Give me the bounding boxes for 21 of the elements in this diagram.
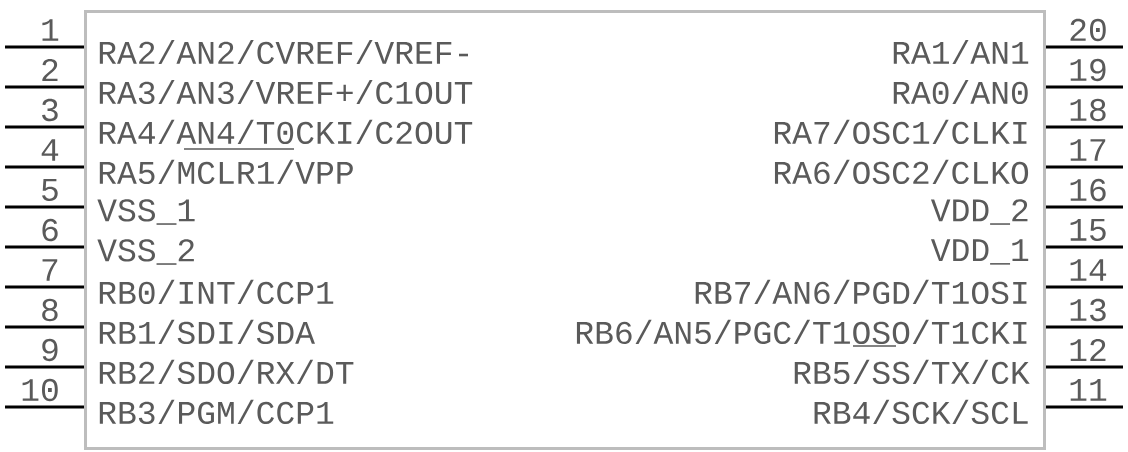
pin-name: RA4/AN4/T0CKI/C2OUT	[99, 119, 473, 145]
pin-name: VDD_1	[930, 239, 1029, 265]
pin-name: RB0/INT/CCP1	[99, 279, 334, 305]
pin-name: RB3/PGM/CCP1	[99, 399, 334, 425]
pin-name: RB5/SS/TX/CK	[794, 359, 1030, 385]
pin-name: RB2/SDO/RX/DT	[99, 359, 354, 385]
pin-name: RB1/SDI/SDA	[99, 319, 315, 345]
pin-name: RA6/OSC2/CLKO	[774, 159, 1029, 185]
pin-name: RA7/OSC1/CLKI	[774, 119, 1027, 145]
pin-name: RB4/SCK/SCL	[814, 399, 1028, 425]
pin-name: RB7/AN6/PGD/T1OSI	[695, 279, 1027, 305]
pin-name: VDD_2	[930, 199, 1028, 225]
pin-name: RB6/AN5/PGC/T1OSO/T1CKI	[576, 319, 1027, 345]
pin-name: VSS_2	[97, 239, 194, 265]
pin-name: RA2/AN2/CVREF/VREF-	[99, 39, 468, 65]
pin-name: RA5/MCLR1/VPP	[99, 159, 353, 185]
pin-name: RA1/AN1	[893, 39, 1029, 65]
ic-body	[84, 10, 1046, 450]
pin-name: VSS_1	[97, 199, 195, 225]
pin-name: RA0/AN0	[893, 79, 1028, 105]
pin-name: RA3/AN3/VREF+/C1OUT	[99, 79, 473, 105]
